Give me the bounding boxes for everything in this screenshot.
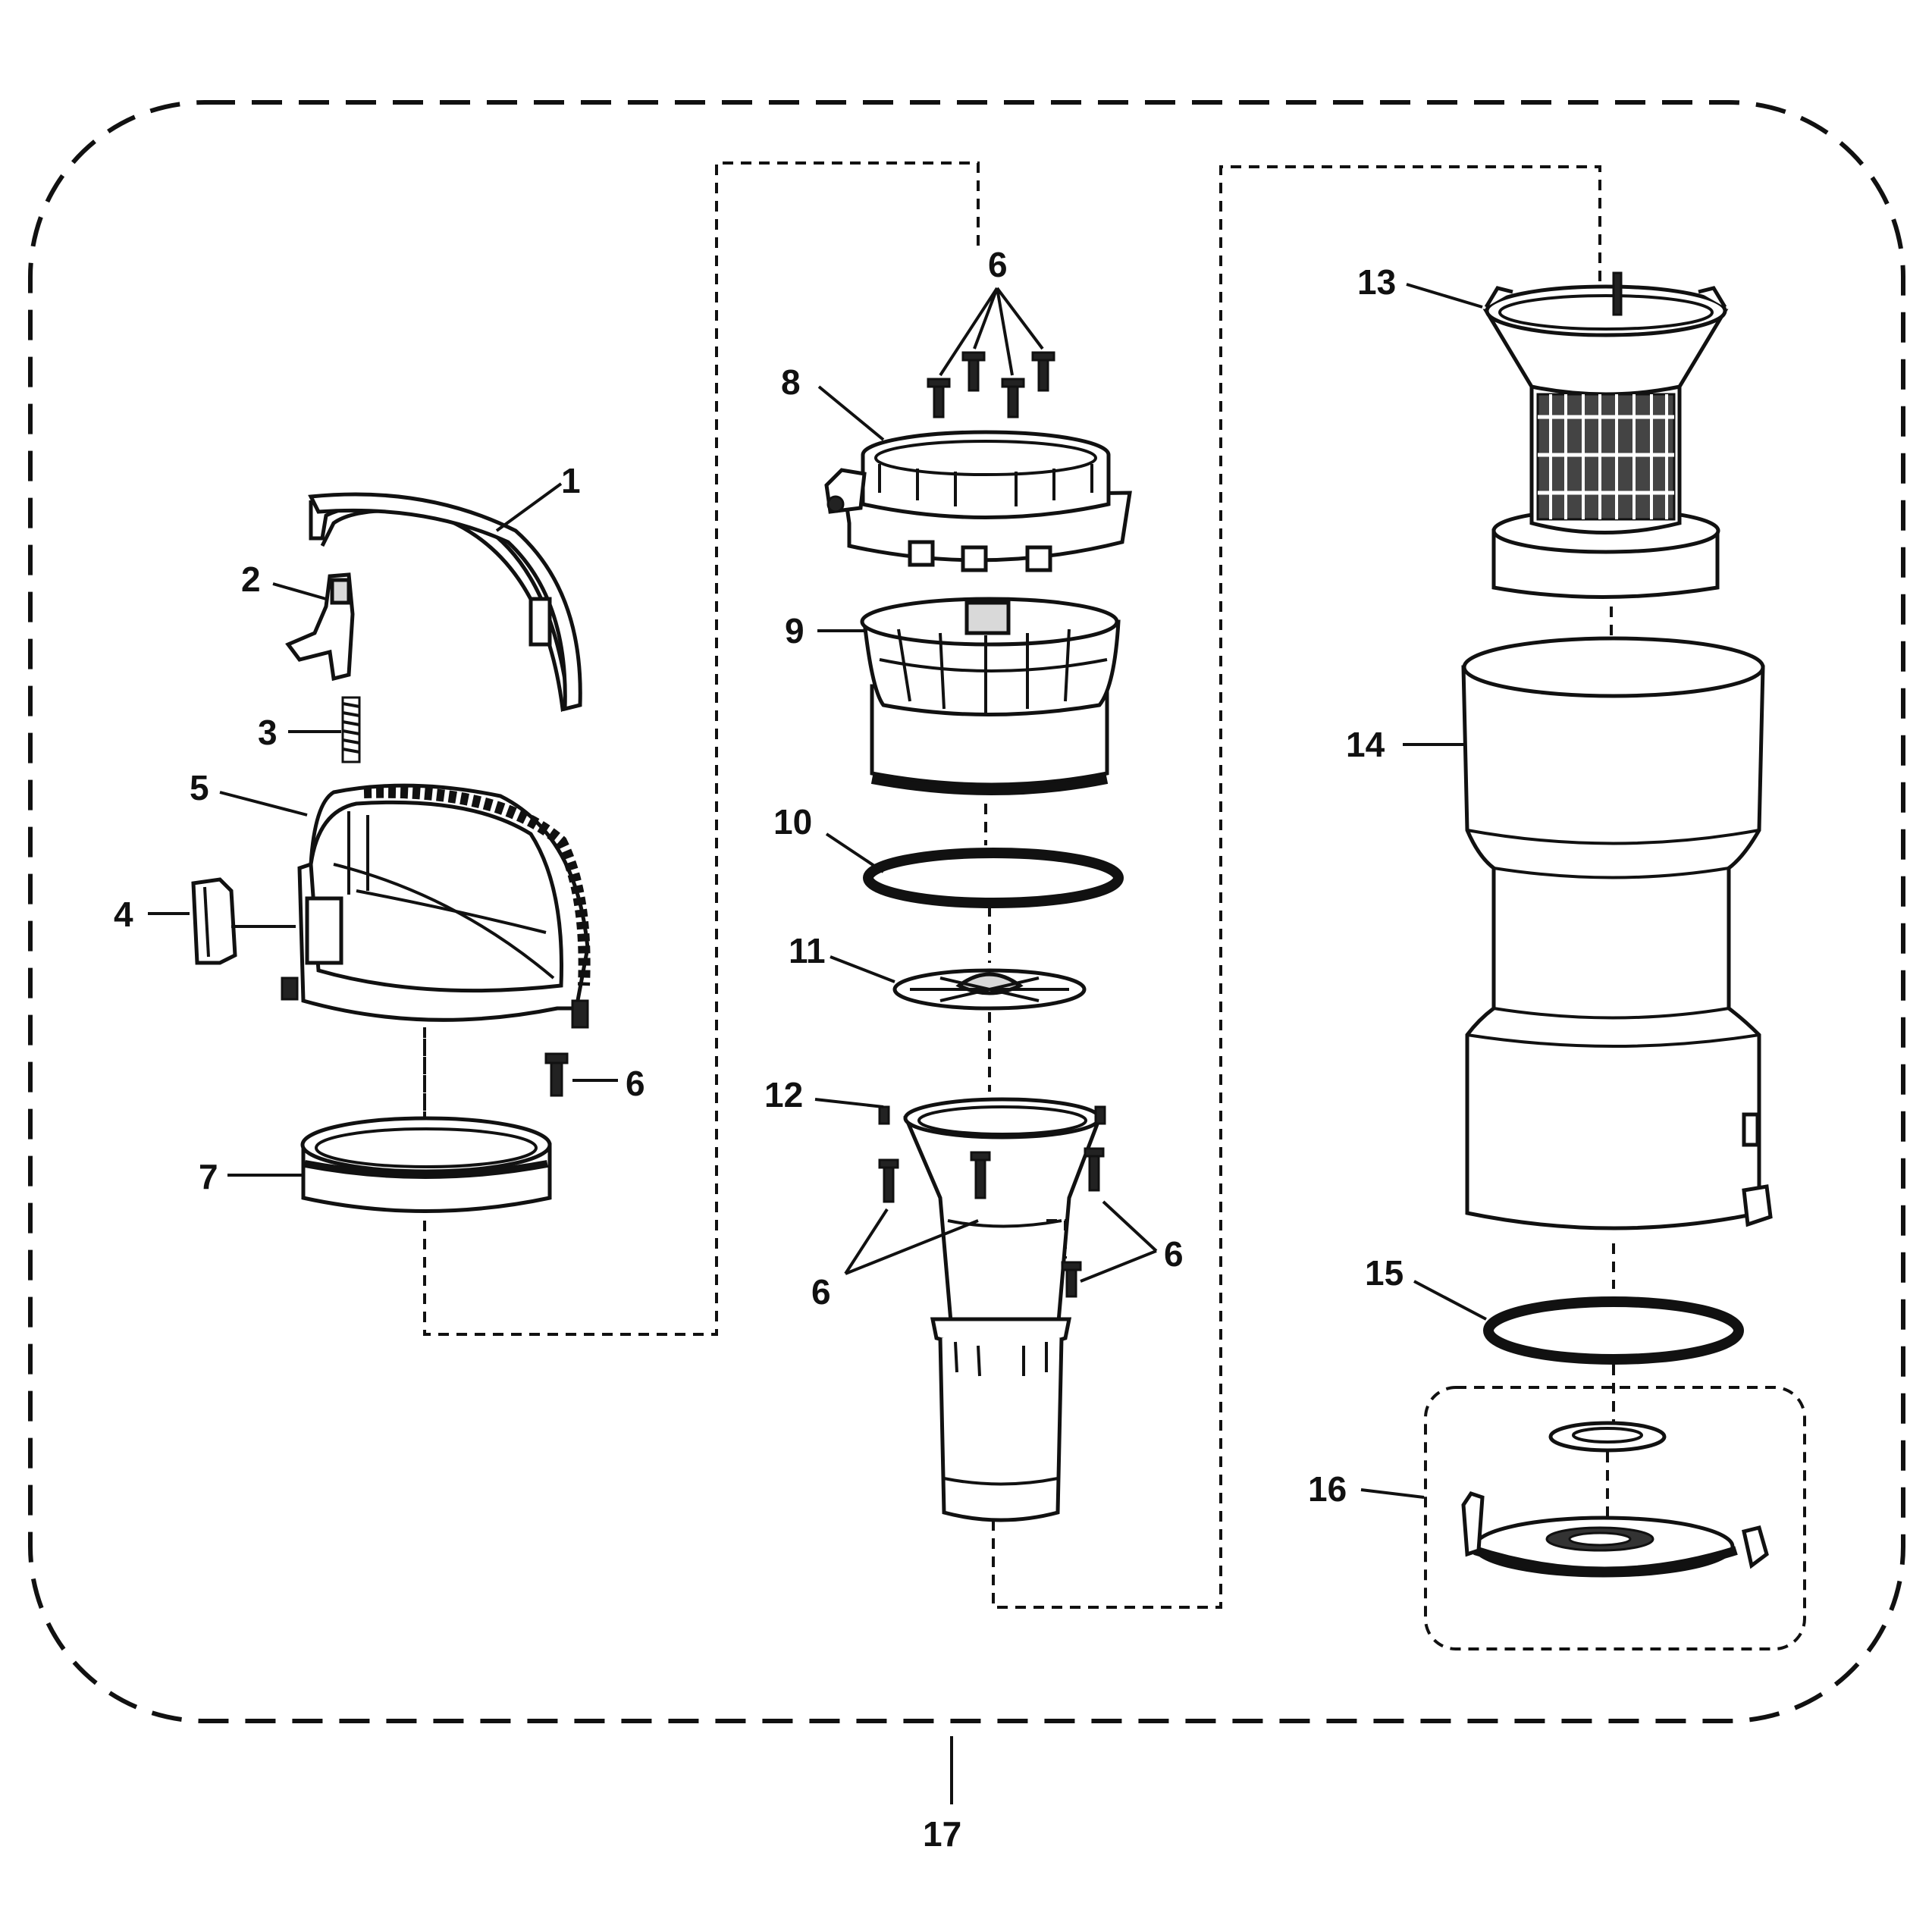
part-7-ring xyxy=(300,1116,552,1213)
callout-12: 12 xyxy=(764,1075,803,1114)
callout-16: 16 xyxy=(1308,1469,1347,1509)
callout-10: 10 xyxy=(773,802,812,842)
part-6-screws-top xyxy=(927,287,1055,418)
part-1-handle xyxy=(308,492,582,713)
callout-3: 3 xyxy=(258,713,278,752)
part-6-screws-cone xyxy=(844,1147,1158,1298)
callout-1: 1 xyxy=(561,461,581,500)
callout-11: 11 xyxy=(789,931,826,970)
callout-6-cone-right: 6 xyxy=(1164,1234,1184,1274)
callout-13: 13 xyxy=(1357,262,1396,302)
left-group-bracket xyxy=(423,161,980,1336)
callout-6-left: 6 xyxy=(626,1064,645,1103)
part-6-screw-left xyxy=(544,1052,569,1097)
callout-14: 14 xyxy=(1346,725,1385,764)
callout-5: 5 xyxy=(190,768,209,807)
part-8-cyclone-head xyxy=(824,430,1132,572)
callout-7: 7 xyxy=(199,1157,218,1196)
callout-2: 2 xyxy=(241,560,261,599)
part-13-filter-housing xyxy=(1482,271,1729,599)
callout-15: 15 xyxy=(1365,1253,1404,1293)
part-10-gasket xyxy=(863,848,1124,908)
assembly-17-boundary xyxy=(28,100,1905,1723)
callout-6-cone-left: 6 xyxy=(811,1272,831,1312)
part-15-gasket xyxy=(1483,1296,1744,1365)
callout-6-top: 6 xyxy=(988,245,1008,284)
part-14-dust-bin xyxy=(1461,636,1773,1230)
part-12-cone xyxy=(878,1097,1106,1522)
part-16-base-assembly xyxy=(1424,1386,1806,1650)
callout-4: 4 xyxy=(114,895,133,934)
part-11-disc xyxy=(892,968,1087,1011)
leader-lines xyxy=(148,283,1487,1804)
part-9-filter-cage xyxy=(860,597,1121,795)
callout-9: 9 xyxy=(785,611,804,650)
callout-17: 17 xyxy=(923,1814,961,1854)
part-2-latch xyxy=(285,572,355,682)
part-3-spring xyxy=(341,696,361,763)
part-5-cover xyxy=(281,783,591,1029)
part-4-button xyxy=(191,877,296,965)
callout-8: 8 xyxy=(781,362,801,402)
